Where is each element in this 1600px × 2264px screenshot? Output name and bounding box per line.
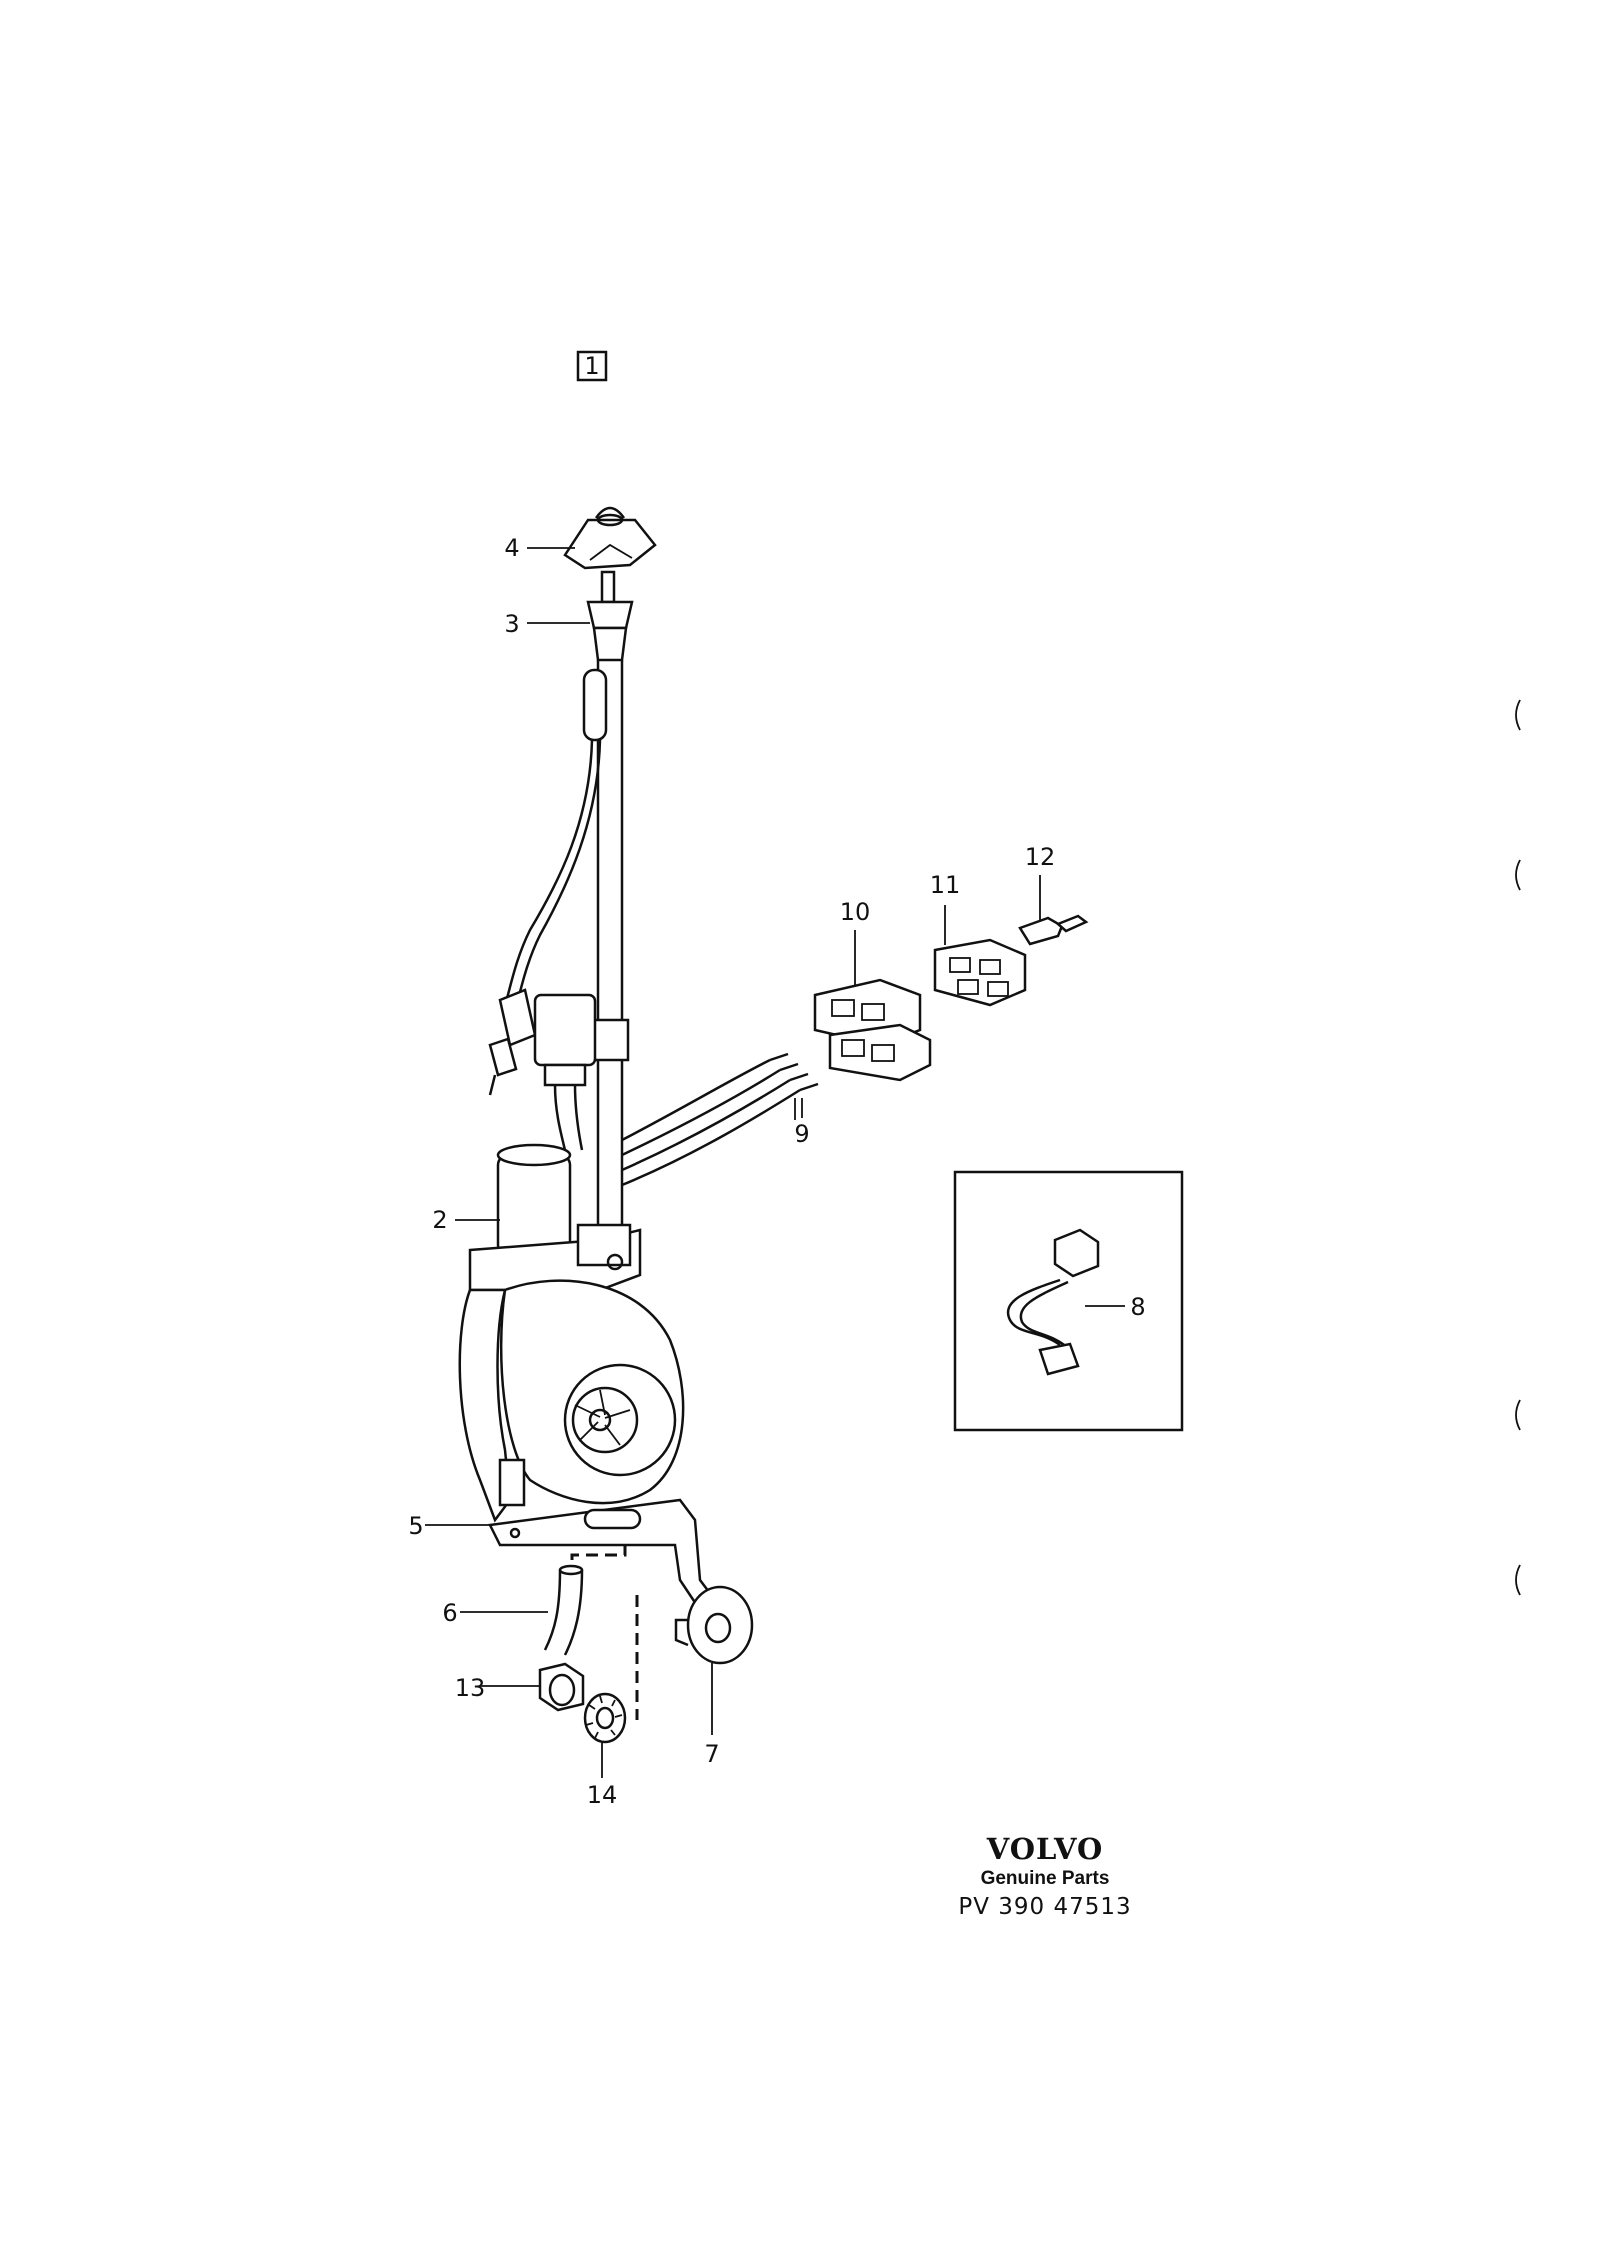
callout-9: 9 (794, 1120, 809, 1148)
part-4-bezel (563, 506, 657, 570)
part-reference: PV 390 47513 (958, 1894, 1132, 1920)
antenna-mast (590, 660, 630, 1230)
callout-14: 14 (587, 1781, 618, 1809)
callout-6: 6 (442, 1599, 457, 1627)
part-3-fitting (586, 570, 634, 662)
callout-5: 5 (408, 1512, 423, 1540)
coax-cable (488, 668, 608, 1096)
callout-10: 10 (840, 898, 871, 926)
assembly-lines (570, 1545, 639, 1720)
part-8-inset (953, 1170, 1184, 1432)
callout-7: 7 (704, 1740, 719, 1768)
part-13-nut (538, 1662, 585, 1712)
antenna-housing (458, 1279, 685, 1523)
brand-subtitle: Genuine Parts (980, 1868, 1110, 1889)
callout-4: 4 (504, 534, 519, 562)
part-9-wire-harness (621, 1052, 819, 1187)
callout-2: 2 (432, 1206, 447, 1234)
callout-8: 8 (1130, 1293, 1145, 1321)
leader-lines (425, 547, 1125, 1778)
part-11-connector (933, 938, 1027, 1007)
part-6-drain-tube (543, 1564, 584, 1656)
brand-block: VOLVO Genuine Parts PV 390 47513 (930, 1832, 1160, 1920)
callout-13: 13 (455, 1674, 486, 1702)
brand-logo: VOLVO (986, 1832, 1104, 1866)
callouts: 4 3 2 5 6 13 14 7 8 9 10 11 12 (408, 534, 1145, 1809)
part-5-bracket (488, 1498, 717, 1612)
part-12-terminal (1018, 914, 1089, 946)
callout-11: 11 (930, 871, 961, 899)
relay-box (533, 993, 597, 1151)
figure-box: 1 (576, 350, 608, 382)
scan-marks (1515, 699, 1521, 1596)
callout-12: 12 (1025, 843, 1056, 871)
figure-box-label: 1 (584, 352, 599, 380)
callout-3: 3 (504, 610, 519, 638)
part-10-connector (813, 978, 932, 1082)
part-7-grommet (674, 1585, 754, 1665)
part-14-washer (583, 1692, 627, 1744)
part-2-motor (468, 1143, 642, 1292)
